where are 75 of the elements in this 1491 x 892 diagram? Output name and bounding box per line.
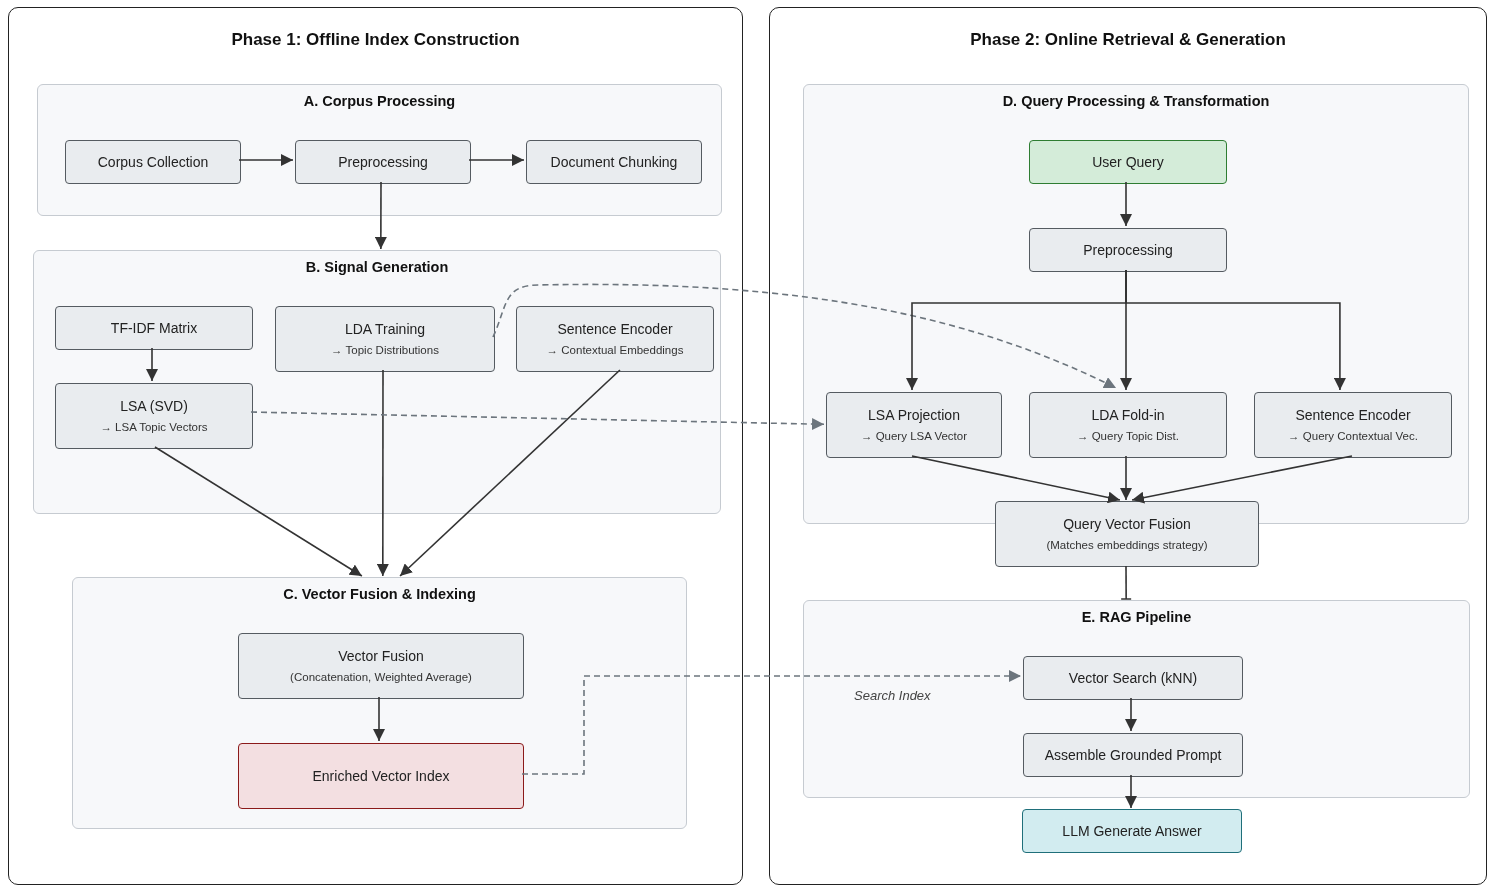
dashed-arrow [521,670,1022,775]
process-box [1023,733,1243,777]
box-label: Sentence Encoder [557,320,673,337]
phase-panel [769,7,1487,885]
group-title: D. Query Processing & Transformation [1001,93,1271,109]
box-label: LLM Generate Answer [1062,822,1202,840]
box-label: Corpus Collection [97,153,209,171]
arrow [1125,774,1137,809]
process-box [238,743,524,809]
group-panel [803,600,1470,798]
group-title: C. Vector Fusion & Indexing [282,586,477,602]
arrow [399,369,621,577]
arrow [1120,181,1132,227]
dashed-arrow [250,411,825,431]
group-panel [33,250,721,514]
process-box [526,140,702,184]
arrow [146,347,158,382]
process-box [1254,392,1452,458]
box-label: TF-IDF Matrix [110,319,198,337]
box-label: Assemble Grounded Prompt [1044,746,1222,764]
process-box [295,140,471,184]
group-panel [37,84,722,216]
phase-title: Phase 1: Offline Index Construction [230,30,521,50]
process-box [995,501,1259,567]
box-label: LDA Training [344,320,426,337]
phase-panel [8,7,743,885]
arrow [1131,455,1353,504]
box-label: Sentence Encoder [1295,406,1411,423]
process-box [826,392,1002,458]
box-sublabel: → Topic Distributions [331,343,439,358]
group-panel [72,577,687,829]
box-sublabel: → Contextual Embeddings [546,343,684,358]
process-box [1029,392,1227,458]
box-label: User Query [1092,153,1164,171]
box-label: Query Vector Fusion [1063,515,1191,532]
process-box [1022,809,1242,853]
arrow [1125,269,1346,391]
box-label: Preprocessing [338,153,428,171]
group-title: E. RAG Pipeline [1080,609,1193,625]
box-sublabel: → Query Topic Dist. [1076,429,1179,444]
group-title: A. Corpus Processing [302,93,457,109]
process-box [238,633,524,699]
box-label: LSA (SVD) [120,397,188,414]
arrow [1125,697,1137,732]
box-sublabel: (Concatenation, Weighted Average) [290,670,472,685]
box-sublabel: → Query Contextual Vec. [1288,429,1418,444]
phase-title: Phase 2: Online Retrieval & Generation [969,30,1287,50]
process-box [275,306,495,372]
process-box [1023,656,1243,700]
box-label: Preprocessing [1083,241,1173,259]
box-label: LDA Fold-in [1091,406,1165,423]
box-label: Enriched Vector Index [312,767,450,785]
process-box [516,306,714,372]
box-label: Vector Fusion [338,647,424,664]
process-box [55,383,253,449]
arrow [468,154,525,166]
arrow [911,455,1121,504]
box-label: LSA Projection [868,406,960,423]
box-label: Vector Search (kNN) [1068,669,1198,687]
box-sublabel: → Query LSA Vector [860,429,968,444]
arrow [374,181,387,250]
arrow [1120,455,1132,501]
box-label: Document Chunking [550,153,678,171]
process-box [1029,228,1227,272]
arrow [373,696,385,742]
group-title: B. Signal Generation [304,259,450,275]
process-box [55,306,253,350]
process-box [1029,140,1227,184]
arrow [238,154,294,166]
edge-label: Search Index [852,688,933,703]
box-sublabel: (Matches embeddings strategy) [1046,538,1208,553]
arrow [376,369,389,577]
process-box [65,140,241,184]
box-sublabel: → LSA Topic Vectors [100,420,208,435]
arrow [154,446,363,577]
